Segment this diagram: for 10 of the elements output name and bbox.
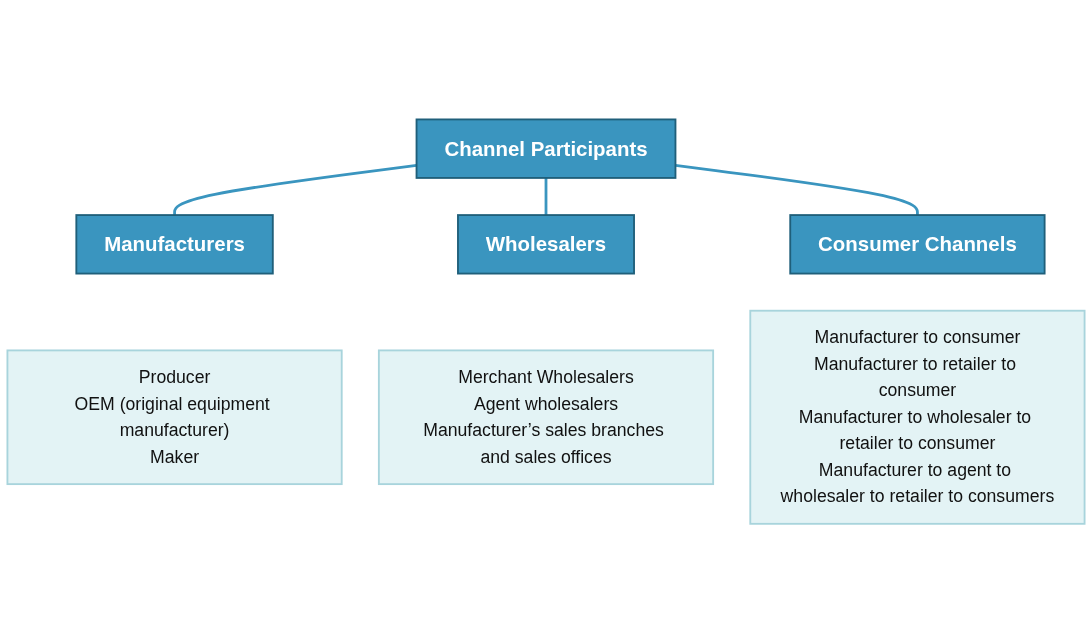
- node-box: Manufacturer to consumer Manufacturer to retailer to consumer Manufacturer to wholesaler to retailer to consumer Manufacturer to agent to wholesaler to retailer to consumers: [749, 310, 1086, 526]
- node-box: Consumer Channels: [789, 214, 1046, 275]
- node-box: Producer OEM (original equipment manufacturer) Maker: [6, 349, 343, 486]
- node-box: Manufacturers: [75, 214, 274, 275]
- node-box: Merchant Wholesalers Agent wholesalers Manufacturer’s sales branches and sales offices: [377, 349, 715, 486]
- connector: [173, 164, 417, 216]
- node-box: Channel Participants: [415, 118, 677, 180]
- connector: [544, 178, 548, 216]
- node-box: Wholesalers: [457, 214, 635, 275]
- connector: [675, 164, 919, 216]
